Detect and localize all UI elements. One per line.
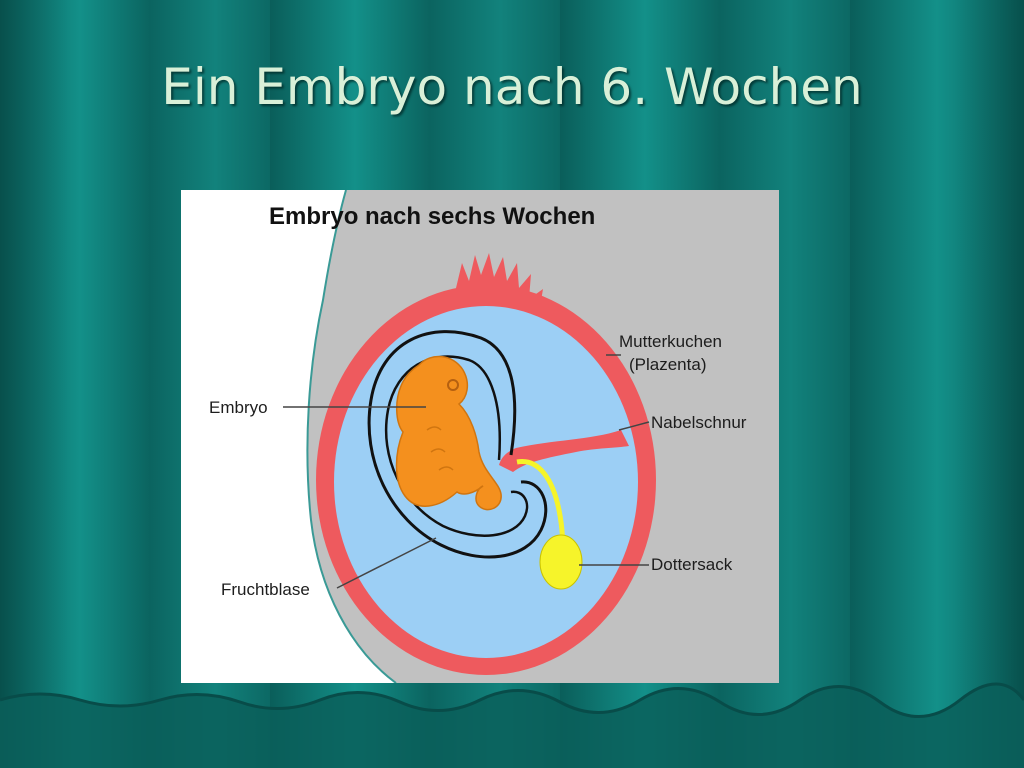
yolk-sac-label: Dottersack [651,555,733,574]
diagram-title: Embryo nach sechs Wochen [269,203,595,230]
placenta-label: Mutterkuchen [619,332,722,351]
embryo-diagram-svg: Embryo nach sechs Wochen Mutterkuchen (P… [209,190,779,683]
amniotic-sac-label: Fruchtblase [221,580,310,599]
placenta-label-sub: (Plazenta) [629,355,706,374]
yolk-sac-shape [539,534,583,590]
embryo-label: Embryo [209,398,268,417]
embryo-shape [395,355,502,511]
umbilical-label: Nabelschnur [651,413,747,432]
slide-title: Ein Embryo nach 6. Wochen [161,58,863,116]
embryo-diagram: Embryo nach sechs Wochen Mutterkuchen (P… [181,190,779,683]
